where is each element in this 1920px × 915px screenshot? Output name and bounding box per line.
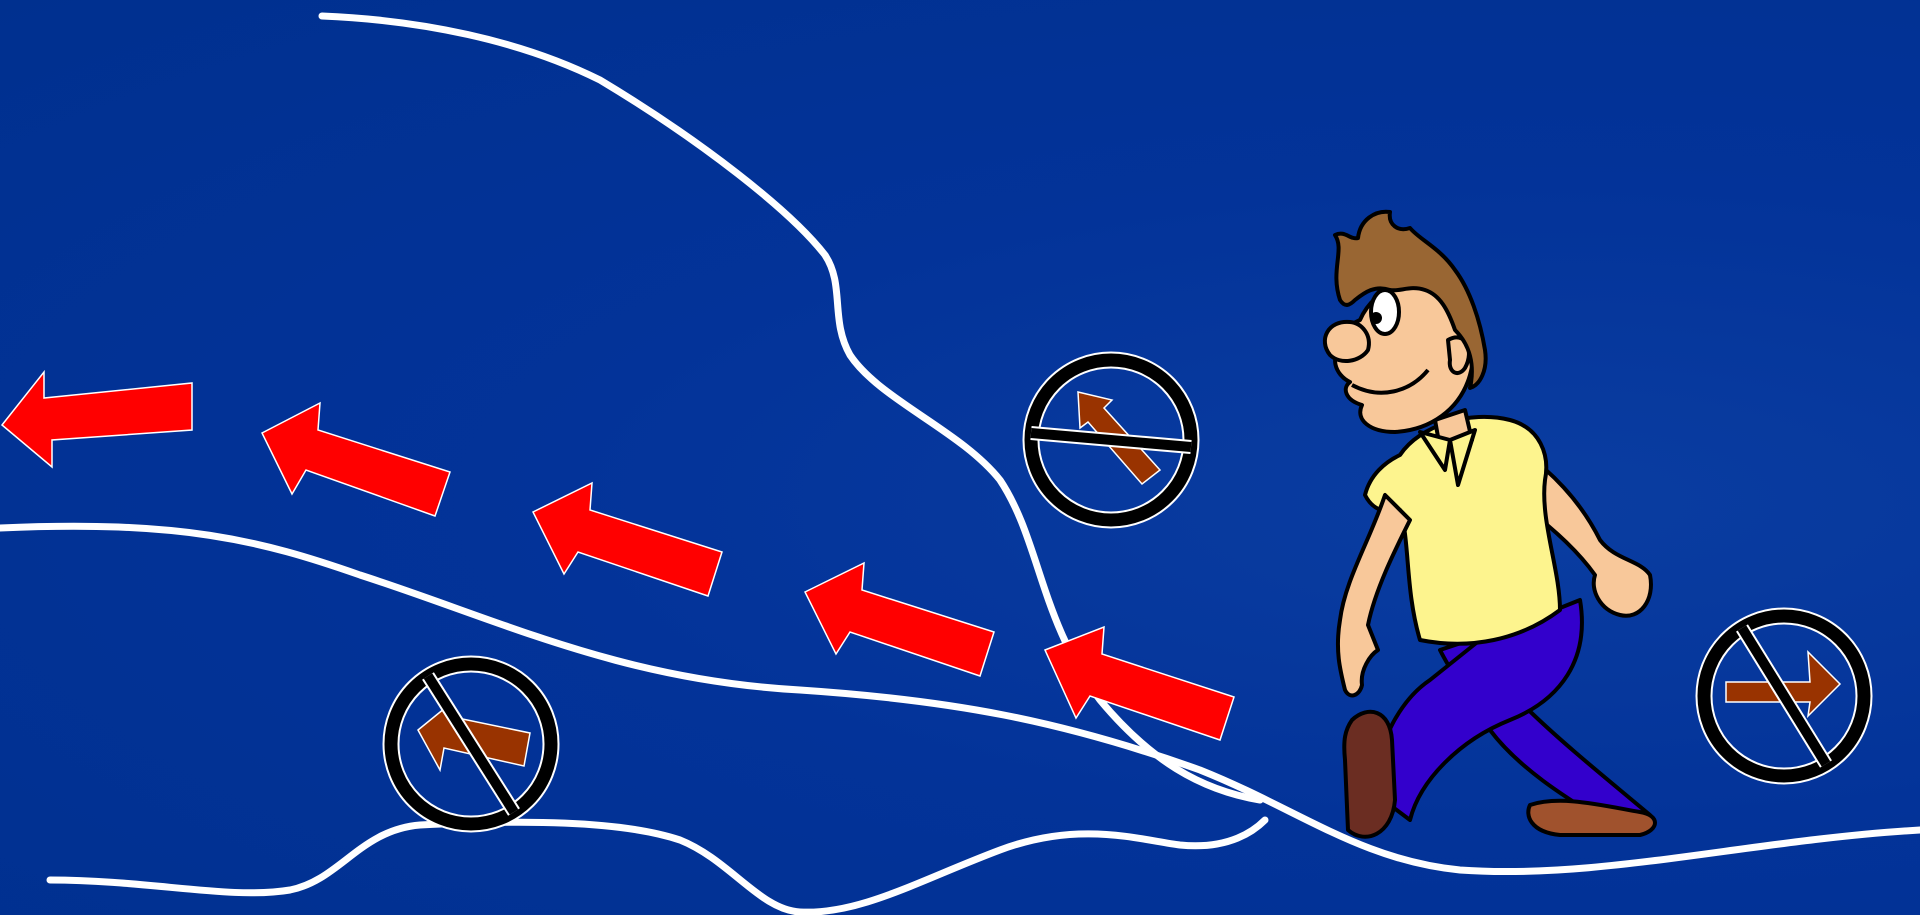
eye [1369, 288, 1401, 336]
nose [1322, 319, 1371, 363]
arrow-left-icon [261, 401, 451, 517]
collar [1418, 430, 1452, 472]
arrow-left-icon [0, 369, 193, 469]
walking-man-figure [1322, 209, 1657, 839]
smile [1351, 368, 1430, 395]
pupil [1370, 312, 1382, 324]
front-shoe-icon [1342, 709, 1397, 839]
hair [1333, 209, 1488, 390]
shirt [1363, 415, 1562, 646]
front-leg [1368, 598, 1584, 822]
arrow-left-icon [531, 481, 723, 597]
arrow-left-icon [803, 561, 995, 677]
arrow-left-icon [1043, 625, 1235, 741]
flow-arrows [0, 369, 1235, 741]
front-arm [1335, 493, 1412, 698]
middle-curve-line [0, 522, 1920, 876]
collar-right [1448, 428, 1477, 487]
lower-curve-line [46, 816, 1269, 915]
back-shoe-icon [1526, 798, 1657, 837]
prohibited-icon [1022, 351, 1200, 529]
prohibited-icon [1695, 607, 1873, 785]
prohibited-icon [382, 655, 560, 833]
